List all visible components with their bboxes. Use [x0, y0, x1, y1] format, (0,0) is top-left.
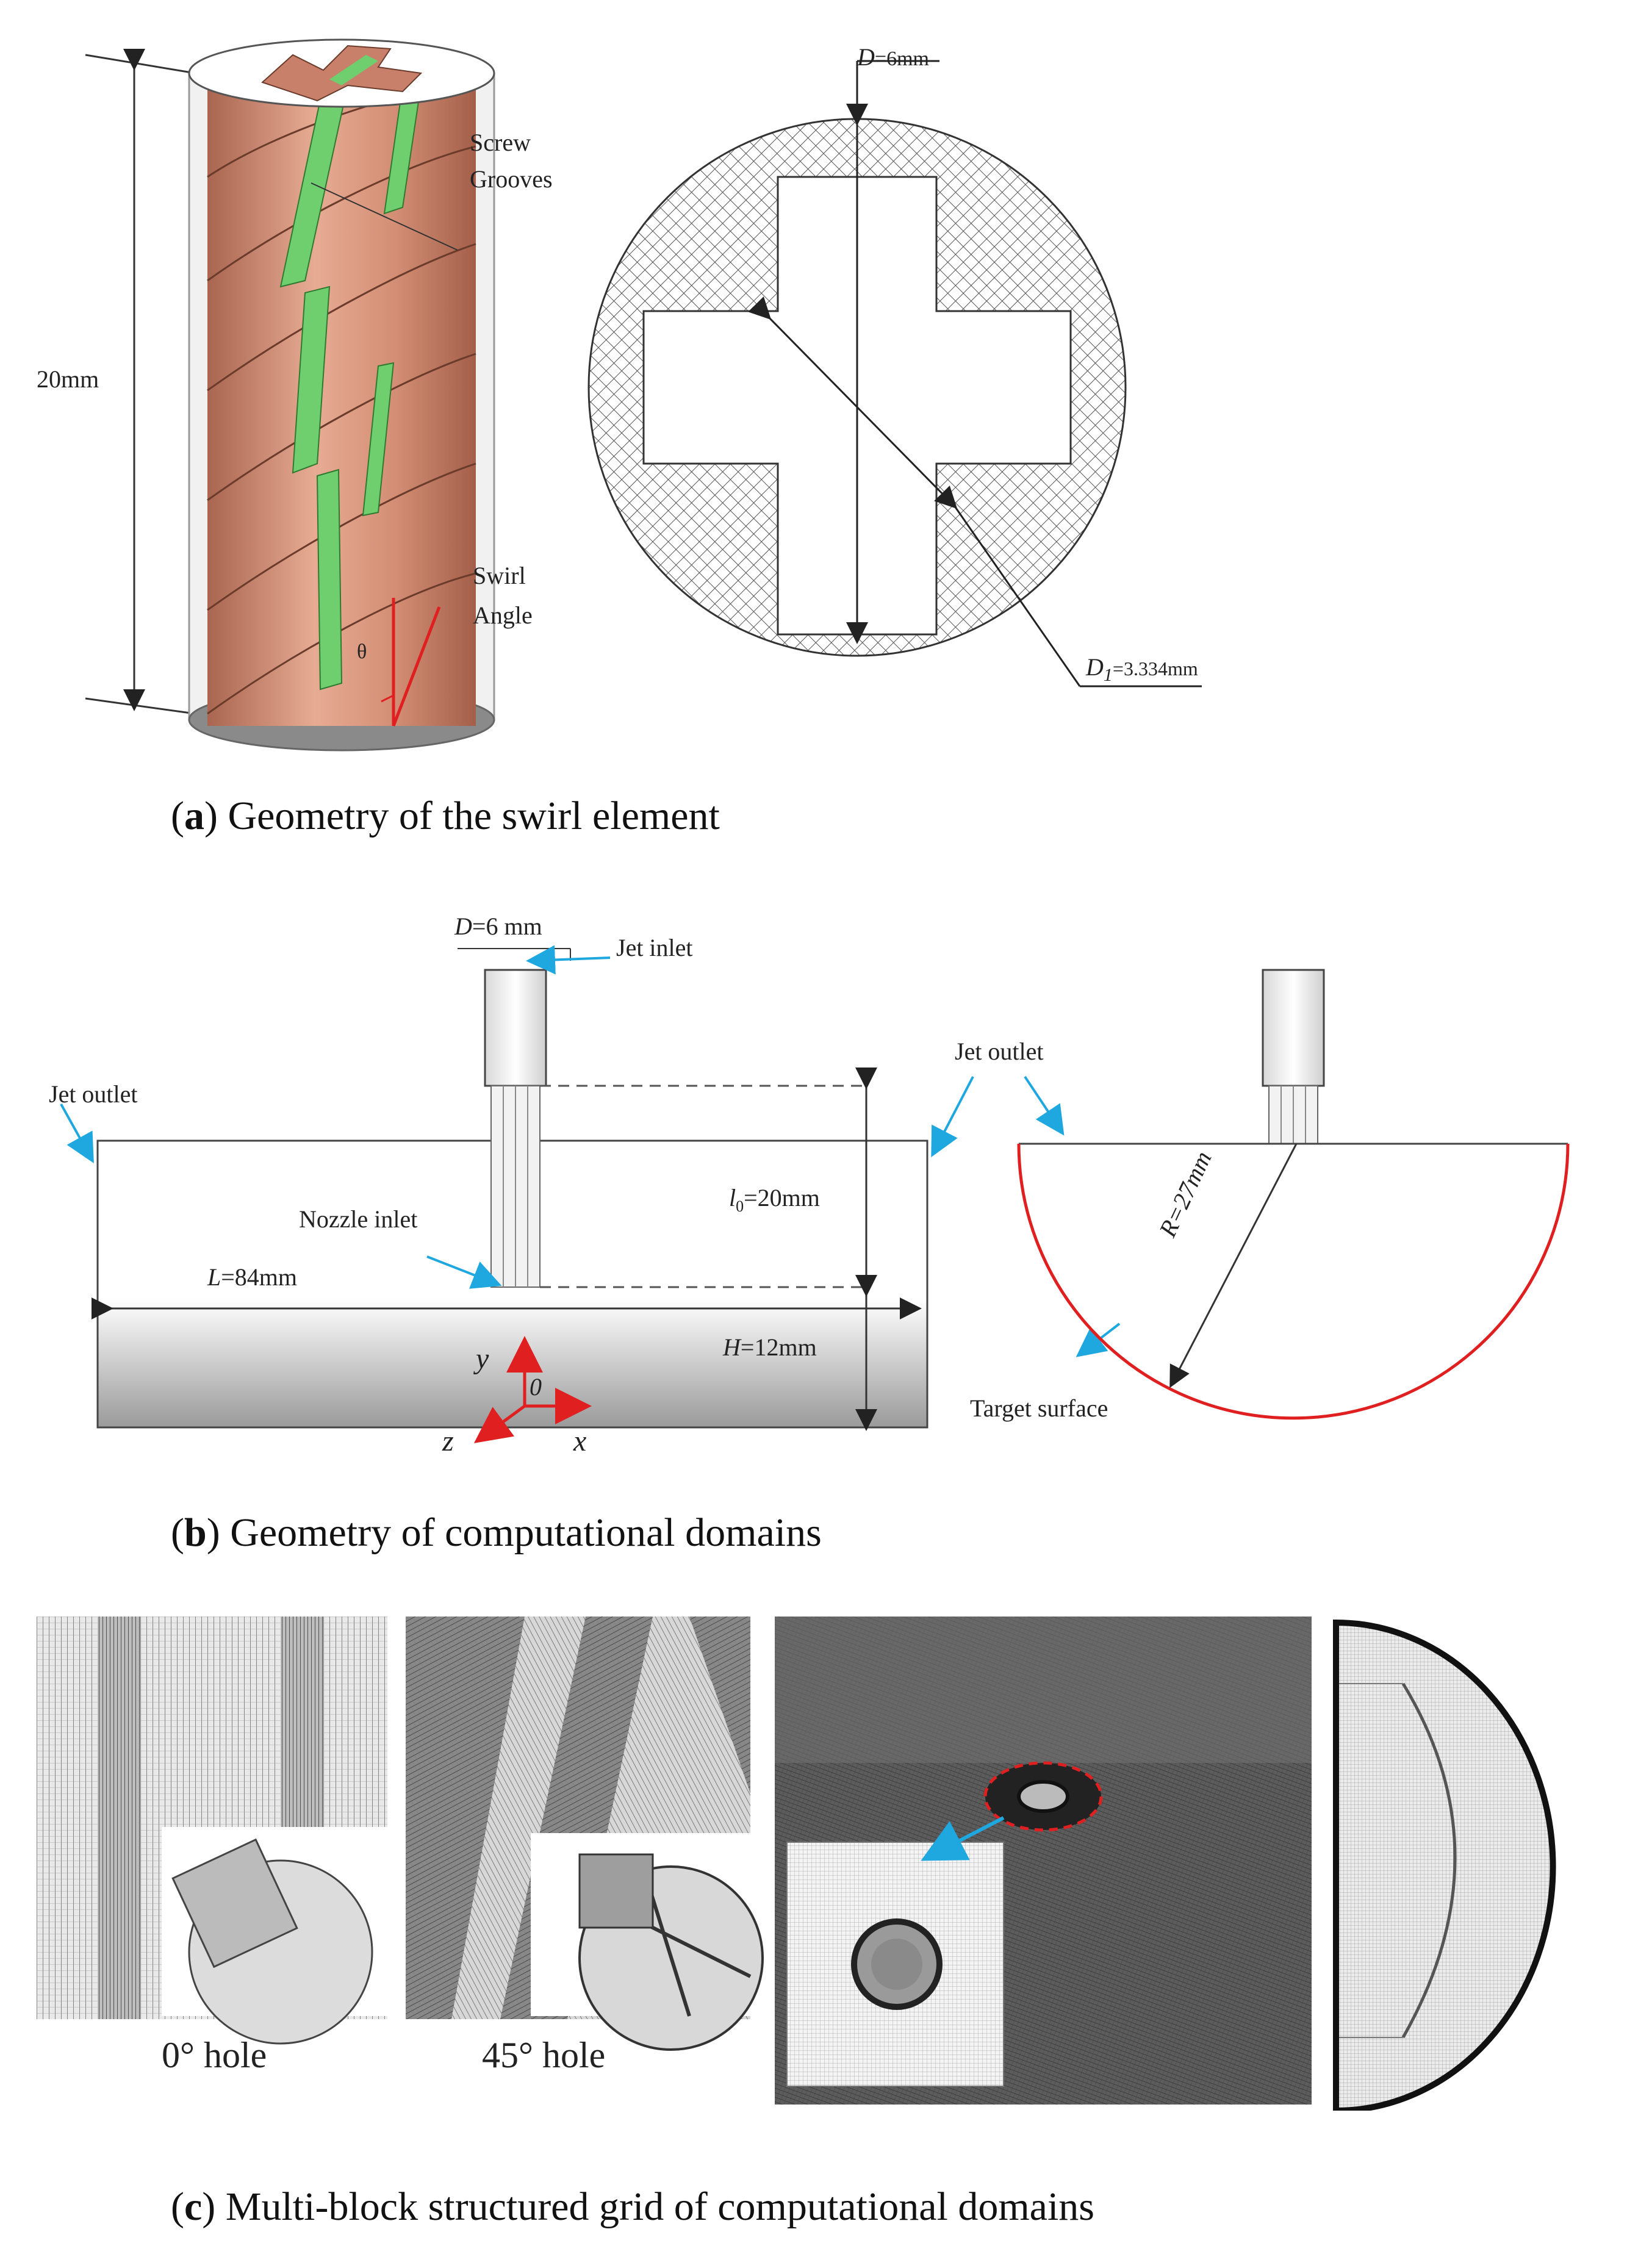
swirl-label-2: Angle — [473, 601, 533, 629]
d-value-b: =6 mm — [472, 913, 542, 940]
caption-c: (c) Multi-block structured grid of compu… — [171, 2184, 1094, 2229]
nozzle-inlet-label: Nozzle inlet — [299, 1205, 418, 1233]
theta-label: θ — [357, 641, 367, 663]
screw-label-2: Grooves — [470, 165, 553, 193]
grid-images — [37, 1617, 1556, 2111]
h-value: =12mm — [740, 1333, 817, 1361]
screw-label-1: Screw — [470, 129, 531, 156]
axis-z-label: z — [442, 1425, 454, 1457]
caption-a-letter: a — [184, 794, 204, 838]
d-value: =6mm — [874, 48, 929, 70]
d1-symbol: D — [1086, 653, 1104, 681]
jet-outlet-right-label: Jet outlet — [955, 1038, 1044, 1065]
target-surface-label: Target surface — [970, 1394, 1108, 1422]
d-symbol-b: D — [454, 913, 472, 940]
axis-x-label: x — [573, 1425, 587, 1457]
h-label: H=12mm — [723, 1333, 817, 1362]
l-value: =84mm — [221, 1263, 298, 1291]
hole45-label: 45° hole — [482, 2035, 606, 2075]
caption-c-text: Multi-block structured grid of computati… — [225, 2184, 1094, 2229]
d1-label: D1=3.334mm — [1086, 653, 1198, 686]
axis-y-label: y — [476, 1343, 489, 1375]
grid-semicircle — [1333, 1619, 1556, 2111]
caption-a: (a) Geometry of the swirl element — [171, 794, 720, 838]
jet-inlet-label: Jet inlet — [616, 934, 693, 961]
caption-b: (b) Geometry of computational domains — [171, 1510, 822, 1555]
swirl-element-drawing — [85, 38, 495, 752]
swirl-cross-section — [587, 60, 1202, 687]
swirl-label-1: Swirl — [473, 562, 526, 589]
axis-o-label: 0 — [530, 1373, 542, 1401]
l0-label: l0=20mm — [729, 1183, 820, 1216]
caption-c-letter: c — [184, 2184, 203, 2229]
grid-nozzle-mesh — [775, 1617, 1312, 2105]
d1-value: =3.334mm — [1112, 658, 1198, 680]
caption-a-text: Geometry of the swirl element — [228, 794, 720, 838]
caption-b-letter: b — [184, 1510, 207, 1555]
h-symbol: H — [723, 1333, 741, 1361]
hole0-label: 0° hole — [162, 2035, 267, 2075]
d-symbol: D — [857, 43, 875, 71]
l0-symbol: l — [729, 1184, 736, 1211]
d-label-b: D=6 mm — [454, 912, 542, 941]
l0-subscript: 0 — [736, 1197, 744, 1215]
l0-value: =20mm — [744, 1184, 820, 1211]
grid-45-hole — [406, 1617, 764, 2051]
domain-geometry-drawing — [60, 945, 1570, 1443]
d-label: D=6mm — [857, 43, 929, 71]
l-label: L=84mm — [207, 1263, 297, 1291]
grid-0-hole — [37, 1617, 387, 2045]
height-label: 20mm — [37, 365, 99, 393]
d1-subscript: 1 — [1103, 665, 1113, 685]
jet-outlet-left-label: Jet outlet — [49, 1080, 138, 1108]
caption-b-text: Geometry of computational domains — [230, 1510, 822, 1555]
l-symbol: L — [207, 1263, 221, 1291]
